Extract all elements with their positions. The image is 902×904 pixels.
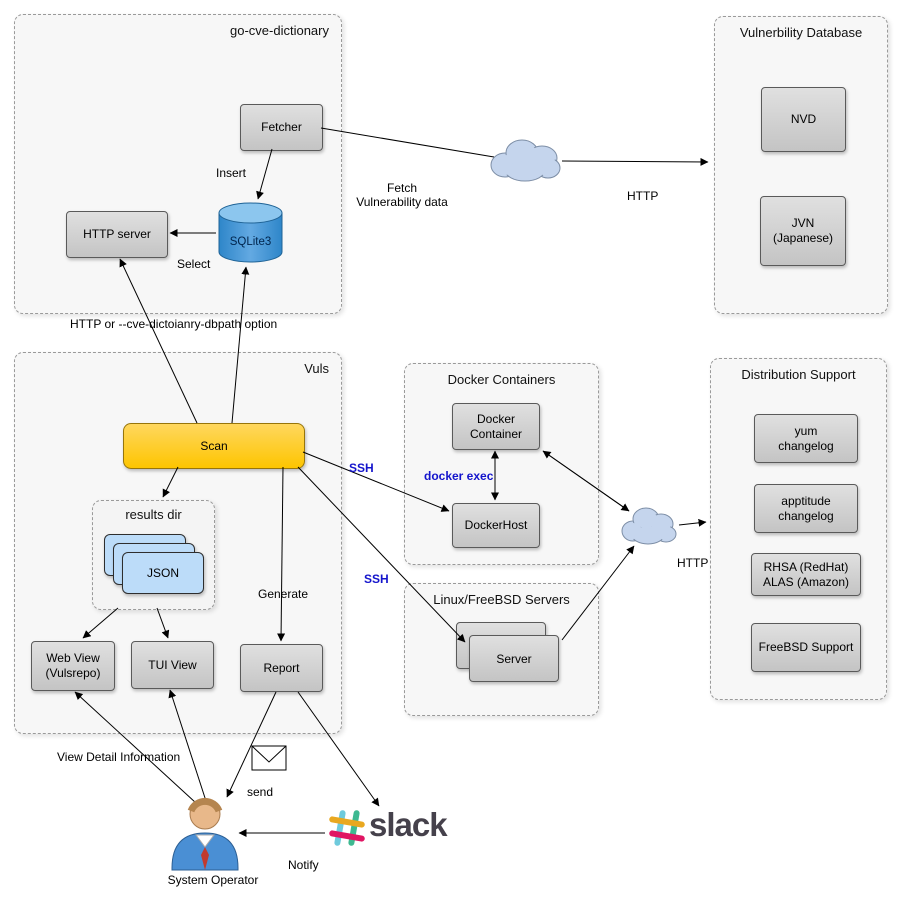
node-apptitude-changelog: apptitude changelog <box>754 484 858 533</box>
server-front: Server <box>469 635 559 682</box>
node-docker-container: Docker Container <box>452 403 540 450</box>
arrow <box>320 127 495 158</box>
label-notify: Notify <box>288 858 319 872</box>
group-vulnerability-database: Vulnerbility Database <box>714 16 888 314</box>
group-title-results-dir: results dir <box>125 507 182 522</box>
envelope-icon <box>251 745 287 771</box>
node-scan: Scan <box>123 423 305 469</box>
arrow <box>678 518 707 527</box>
label-select: Select <box>177 257 211 271</box>
group-title-vulnerability-database: Vulnerbility Database <box>739 25 863 40</box>
node-yum-changelog: yum changelog <box>754 414 858 463</box>
node-fetcher: Fetcher <box>240 104 323 151</box>
label-send: send <box>247 785 274 799</box>
group-title-linux-freebsd-servers: Linux/FreeBSD Servers <box>433 592 570 607</box>
label-view-detail-information: View Detail Information <box>57 750 181 764</box>
label-ssh-docker: SSH <box>349 461 374 475</box>
label-http-or-dbpath: HTTP or --cve-dictoianry-dbpath option <box>70 317 278 331</box>
node-tui-view: TUI View <box>131 641 214 689</box>
system-operator-icon <box>171 797 239 871</box>
arrow <box>561 157 709 166</box>
node-docker-host: DockerHost <box>452 503 540 548</box>
slack-wordmark: slack <box>369 806 448 843</box>
node-report: Report <box>240 644 323 692</box>
label-generate: Generate <box>258 587 309 601</box>
label-fetch-vulnerability-data: Fetch Vulnerability data <box>356 181 448 209</box>
label-http-changelog: HTTP <box>677 556 709 570</box>
cloud-icon <box>490 139 561 182</box>
slack-hash-icon <box>329 810 365 846</box>
cloud-icon <box>621 507 677 545</box>
group-title-vuls: Vuls <box>304 361 329 376</box>
node-http-server: HTTP server <box>66 211 168 258</box>
label-docker-exec: docker exec <box>424 469 494 483</box>
label-http-fetch: HTTP <box>627 189 659 203</box>
group-title-distribution-support: Distribution Support <box>741 367 856 382</box>
json-file-front: JSON <box>122 552 204 594</box>
node-nvd: NVD <box>761 87 846 152</box>
label-insert: Insert <box>216 166 247 180</box>
group-title-go-cve-dictionary: go-cve-dictionary <box>230 23 329 38</box>
label-ssh-server: SSH <box>364 572 389 586</box>
label-system-operator: System Operator <box>167 873 259 887</box>
group-title-docker-containers: Docker Containers <box>447 372 556 387</box>
node-rhsa-alas: RHSA (RedHat) ALAS (Amazon) <box>751 553 861 596</box>
node-web-view: Web View (Vulsrepo) <box>31 641 115 691</box>
node-freebsd-support: FreeBSD Support <box>751 623 861 672</box>
node-jvn: JVN (Japanese) <box>760 196 846 266</box>
